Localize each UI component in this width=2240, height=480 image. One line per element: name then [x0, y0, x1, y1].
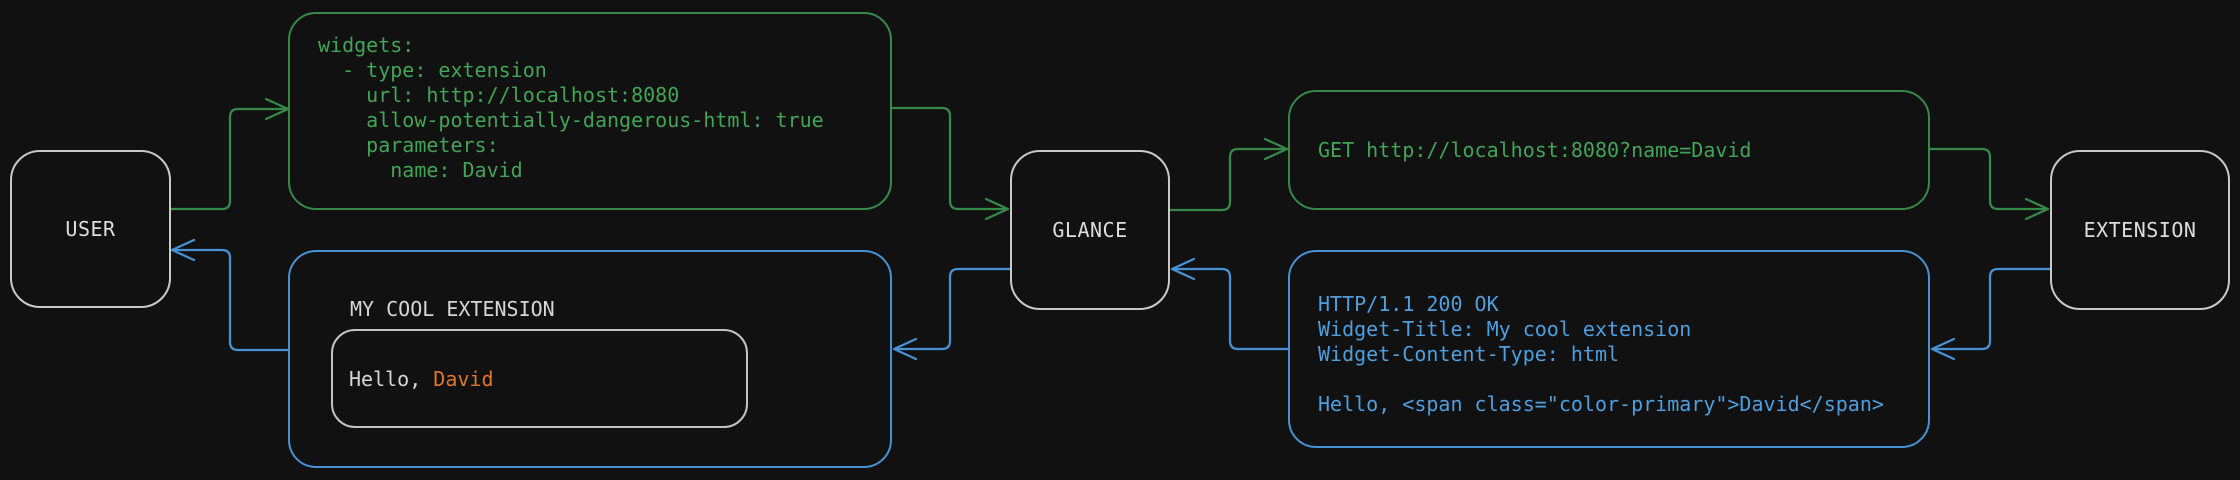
http-request-box: GET http://localhost:8080?name=David [1288, 90, 1930, 210]
greeting-prefix: Hello, [349, 366, 434, 391]
arrowhead-icon [1930, 337, 1956, 361]
arrowhead-icon [892, 337, 918, 361]
arrow-config-to-glance [890, 106, 1010, 221]
wire-shaft [890, 106, 1009, 211]
wire-shaft [1171, 267, 1290, 351]
arrowhead-icon [170, 238, 196, 262]
greeting-name: David [433, 366, 494, 391]
wire-shaft [1168, 147, 1288, 212]
arrow-response-to-glance [1170, 257, 1290, 351]
node-extension: EXTENSION [2050, 150, 2230, 310]
arrowhead-icon [984, 197, 1010, 221]
arrowhead-icon [1263, 137, 1289, 161]
wire-shaft [1928, 147, 2049, 211]
arrowhead-icon [2024, 197, 2050, 221]
wire-shaft [1931, 267, 2052, 351]
node-user-label: USER [65, 217, 116, 241]
http-response-code: HTTP/1.1 200 OK Widget-Title: My cool ex… [1318, 292, 1884, 416]
http-request-code: GET http://localhost:8080?name=David [1318, 137, 1752, 162]
arrow-extension-to-response [1930, 267, 2052, 361]
node-user: USER [10, 150, 171, 308]
config-yaml-code: widgets: - type: extension url: http://l… [318, 33, 824, 182]
node-glance-label: GLANCE [1052, 218, 1128, 242]
arrow-user-to-config [168, 97, 290, 211]
arrow-request-to-extension [1928, 147, 2050, 221]
wire-shaft [893, 267, 1012, 351]
widget-title: MY COOL EXTENSION [350, 297, 555, 321]
config-yaml-box: widgets: - type: extension url: http://l… [288, 12, 892, 210]
arrowhead-icon [1170, 257, 1196, 281]
node-glance: GLANCE [1010, 150, 1170, 310]
node-extension-label: EXTENSION [2083, 218, 2197, 242]
wire-shaft [171, 248, 290, 352]
arrow-widget-to-user [170, 238, 290, 352]
arrow-glance-to-request [1168, 137, 1289, 212]
http-response-box: HTTP/1.1 200 OK Widget-Title: My cool ex… [1288, 250, 1930, 448]
greeting-text: Hello, David [333, 367, 494, 391]
widget-preview-box: MY COOL EXTENSION Hello, David [288, 250, 892, 468]
arrow-glance-to-widget [892, 267, 1012, 361]
wire-shaft [168, 107, 289, 211]
widget-inner-box: Hello, David [331, 329, 748, 428]
